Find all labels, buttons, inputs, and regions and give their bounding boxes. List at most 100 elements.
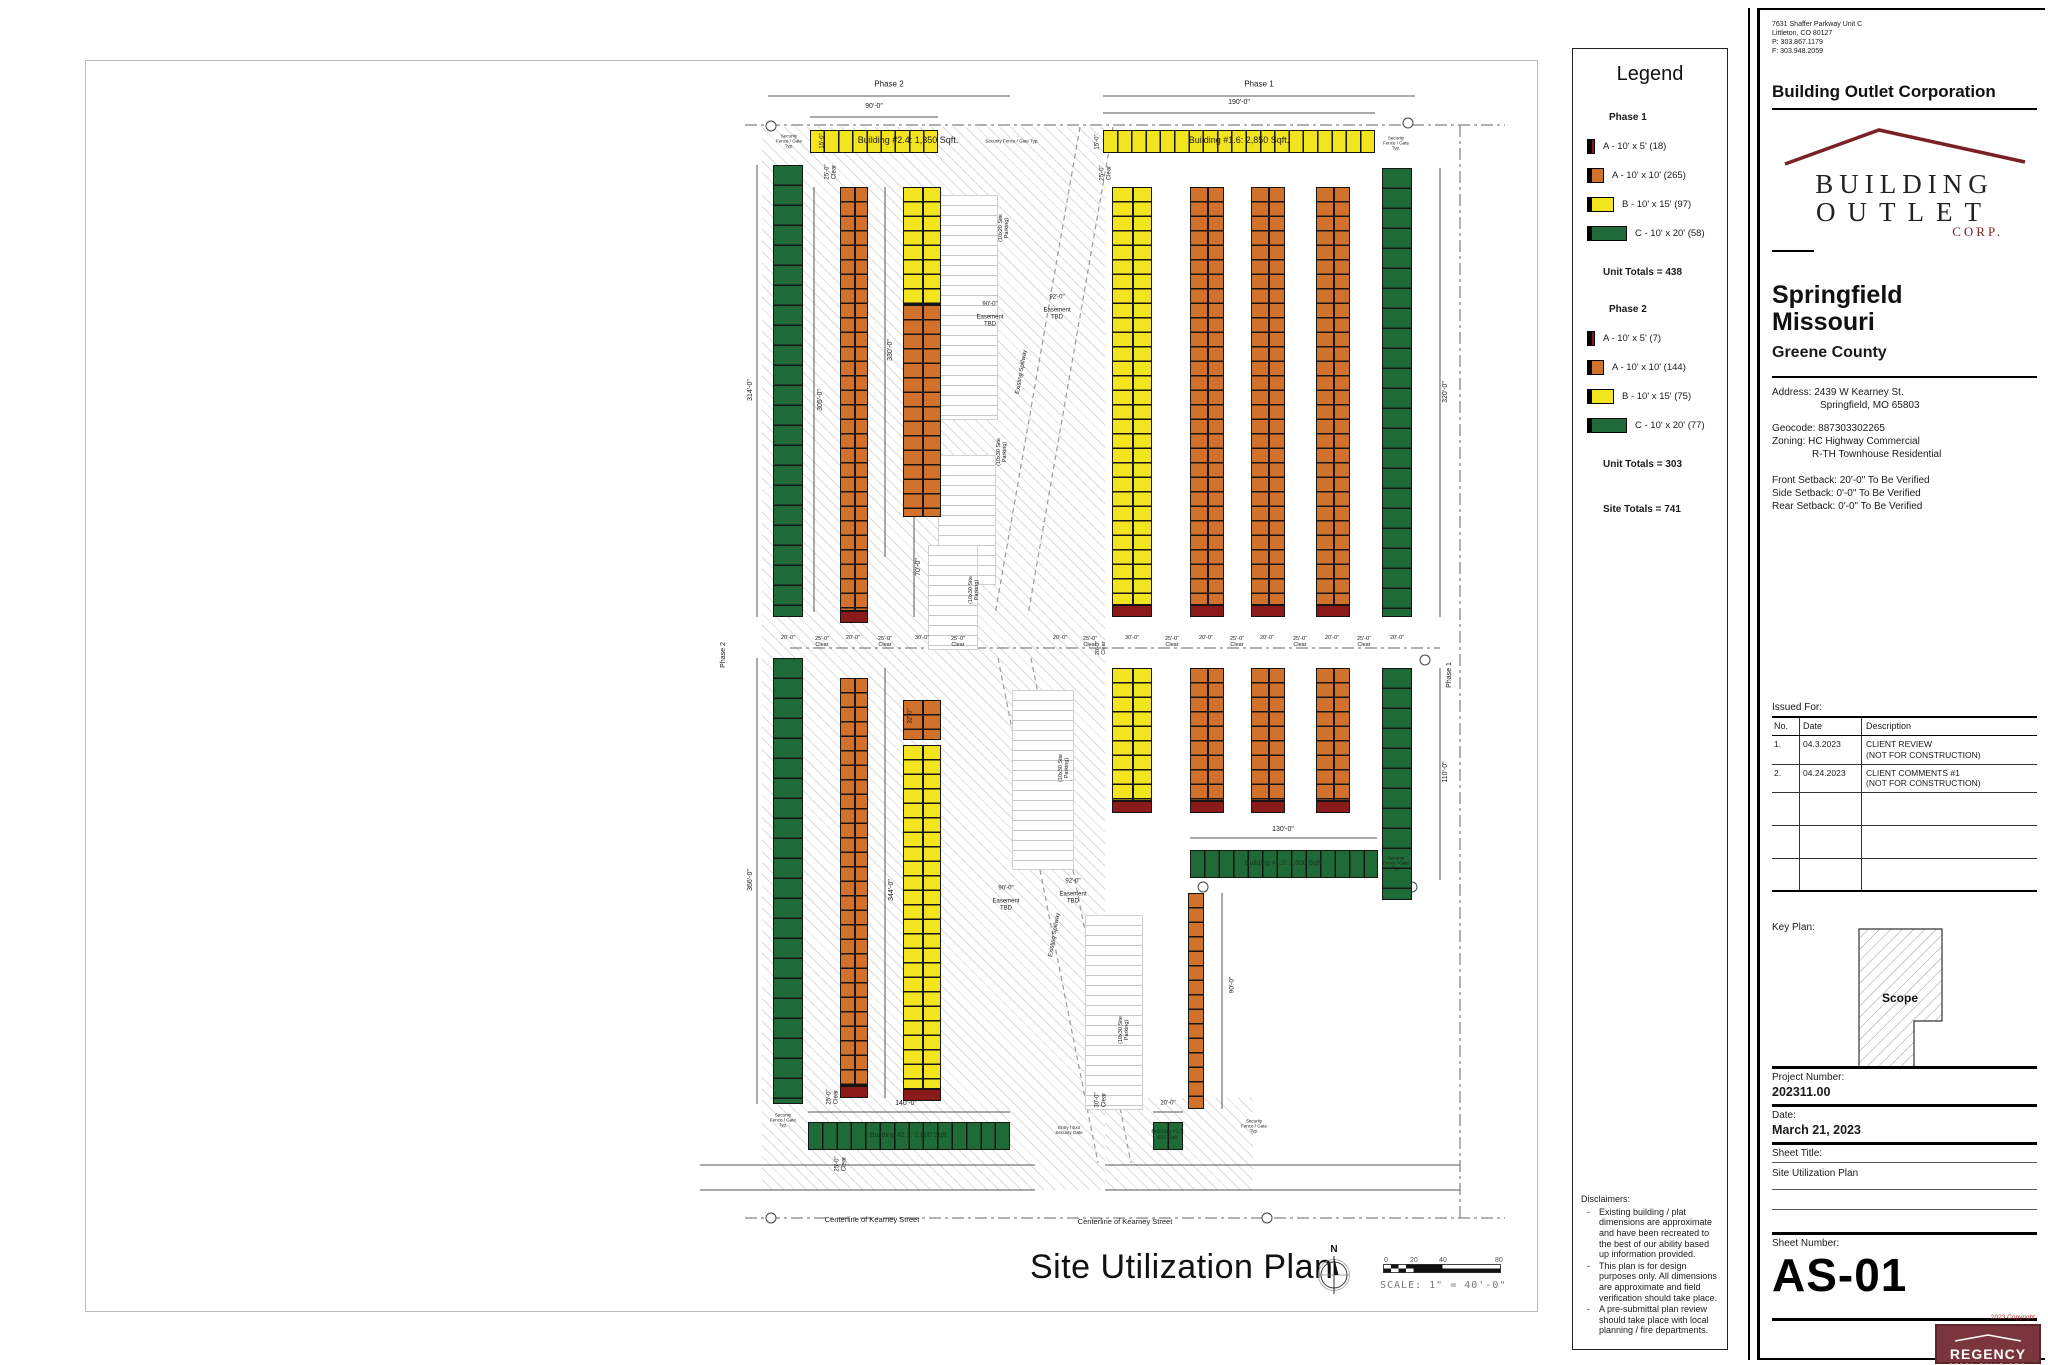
unit-end-cap-a5 — [840, 611, 868, 623]
dimension-label: 20'-0" — [1198, 634, 1214, 641]
dimension-label: 20'-0" — [1052, 634, 1068, 641]
table-row-empty — [1772, 825, 2037, 859]
plan-label: Security Fence / Gate Typ. — [775, 133, 803, 149]
building-row — [810, 130, 938, 153]
plan-label: Phase 1 — [1446, 662, 1454, 688]
legend-swatch-a — [1587, 168, 1604, 183]
unit-end-cap-a5 — [1316, 801, 1350, 813]
storage-unit-column — [1190, 187, 1224, 605]
logo-line2: OUTLET — [1816, 196, 1993, 227]
dimension-label: 130'-0" — [1272, 826, 1294, 834]
dimension-label: 20'-0" — [1324, 634, 1340, 641]
plan-label: (10x30 Site Parking) — [967, 576, 980, 604]
legend-phase-label: Phase 1 — [1609, 112, 1647, 123]
address-line1: Address: 2439 W Kearney St. — [1772, 387, 1904, 398]
plan-frame — [85, 60, 1538, 1312]
sheet-title-label: Sheet Title: — [1772, 1148, 1823, 1159]
dimension-label: 140'-0" — [895, 1100, 917, 1108]
sheet-title: Site Utilization Plan — [1772, 1168, 1859, 1179]
legend-swatch-c — [1587, 418, 1627, 433]
divider — [1772, 1066, 2037, 1069]
unit-end-cap-a5 — [1251, 605, 1285, 617]
disclaimer-items: -Existing building / plat dimensions are… — [1581, 1207, 1721, 1336]
divider — [1772, 1232, 2037, 1235]
dimension-label: 344'-0" — [888, 879, 896, 901]
storage-unit-column — [773, 165, 803, 617]
legend-swatch-b — [1587, 197, 1614, 212]
divider — [1772, 1104, 2037, 1107]
unit-end-cap-a5 — [903, 1089, 941, 1101]
plan-label: Security Fence / Gate Typ. — [985, 138, 1039, 144]
building-row — [1103, 130, 1375, 153]
divider — [1772, 1318, 2037, 1321]
plan-label: Centerline of Kearney Street — [824, 1214, 920, 1224]
legend-item: C - 10' x 20' (77) — [1587, 418, 1719, 433]
storage-unit-column — [1190, 668, 1224, 801]
zoning-line1: Zoning: HC Highway Commercial — [1772, 436, 1920, 447]
disclaimer-item: -Existing building / plat dimensions are… — [1587, 1206, 1713, 1260]
legend-swatch-a5 — [1587, 139, 1595, 154]
state: Missouri — [1772, 308, 1875, 336]
unit-end-cap-a5 — [1112, 605, 1152, 617]
svg-text:0: 0 — [1384, 1257, 1388, 1264]
table-row: 1. 04.3.2023 CLIENT REVIEW (NOT FOR CONS… — [1772, 736, 2037, 765]
plan-label: 25'-0" Clear — [834, 1156, 847, 1172]
col-no: No. — [1772, 718, 1800, 736]
table-row-empty — [1772, 792, 2037, 826]
legend-item-label: A - 10' x 5' (18) — [1603, 141, 1667, 152]
plan-label: 25'-0" Clear — [1164, 635, 1180, 648]
table-row: 2. 04.24.2023 CLIENT COMMENTS #1 (NOT FO… — [1772, 764, 2037, 793]
unit-totals: Unit Totals = 303 — [1603, 459, 1683, 470]
copyright-note: 2023 Copyright — [1990, 1314, 2035, 1321]
parking-strip — [1012, 690, 1074, 870]
legend-item: A - 10' x 5' (18) — [1587, 139, 1719, 154]
storage-unit-column — [1188, 893, 1204, 1109]
dimension-label: 15'-0" — [1094, 134, 1101, 150]
key-plan-label: Key Plan: — [1772, 922, 1815, 933]
plan-label: Security Fence / Gate Typ. — [769, 1112, 797, 1128]
plan-label: Easement TBD — [976, 314, 1004, 327]
zoning-line2: R-TH Townhouse Residential — [1812, 449, 1942, 460]
plan-label: Easement TBD — [992, 898, 1020, 911]
unit-end-cap-a5 — [1251, 801, 1285, 813]
dimension-label: 110'-0" — [1442, 761, 1450, 783]
firm-address-line: F: 303.948.2059 — [1772, 48, 1823, 56]
storage-unit-column — [840, 187, 868, 611]
legend-item-label: C - 10' x 20' (77) — [1635, 420, 1705, 431]
storage-unit-column — [903, 305, 941, 517]
cell-description: CLIENT REVIEW (NOT FOR CONSTRUCTION) — [1866, 739, 1981, 760]
regency-name: REGENCY — [1949, 1346, 2027, 1362]
table-header-row: No. Date Description — [1772, 718, 2037, 737]
firm-address-line: P: 303.867.1179 — [1772, 39, 1823, 47]
building-outlet-logo: BUILDING OUTLET CORP. — [1772, 124, 2037, 240]
svg-text:Scope: Scope — [1882, 991, 1918, 1005]
cell-description: CLIENT COMMENTS #1 (NOT FOR CONSTRUCTION… — [1866, 767, 1981, 789]
building-row — [1153, 1122, 1183, 1150]
legend-item: A - 10' x 5' (7) — [1587, 331, 1719, 346]
divider — [1772, 1162, 2037, 1163]
storage-unit-column — [903, 187, 941, 305]
storage-unit-column — [840, 678, 868, 1086]
dimension-label: 90'-0" — [982, 301, 998, 308]
svg-text:40: 40 — [1439, 1257, 1447, 1264]
storage-unit-column — [1316, 187, 1350, 605]
project-number-label: Project Number: — [1772, 1072, 1845, 1083]
divider — [1772, 1209, 2037, 1210]
storage-unit-column — [1251, 668, 1285, 801]
setbacks: Front Setback: 20'-0" To Be Verified Sid… — [1772, 474, 2037, 513]
disclaimers-title: Disclaimers: — [1581, 1194, 1631, 1205]
cell-no: 1. — [1772, 736, 1800, 764]
project-number: 202311.00 — [1772, 1085, 1831, 1099]
project-city: Springfield Missouri — [1772, 282, 2037, 336]
dimension-label: 20'-0" — [1160, 1100, 1176, 1107]
legend-item-label: A - 10' x 10' (144) — [1612, 362, 1686, 373]
legend-item: B - 10' x 15' (75) — [1587, 389, 1719, 404]
plan-label: Easement TBD — [1059, 891, 1087, 904]
north-arrow-icon: N — [1318, 1244, 1350, 1294]
